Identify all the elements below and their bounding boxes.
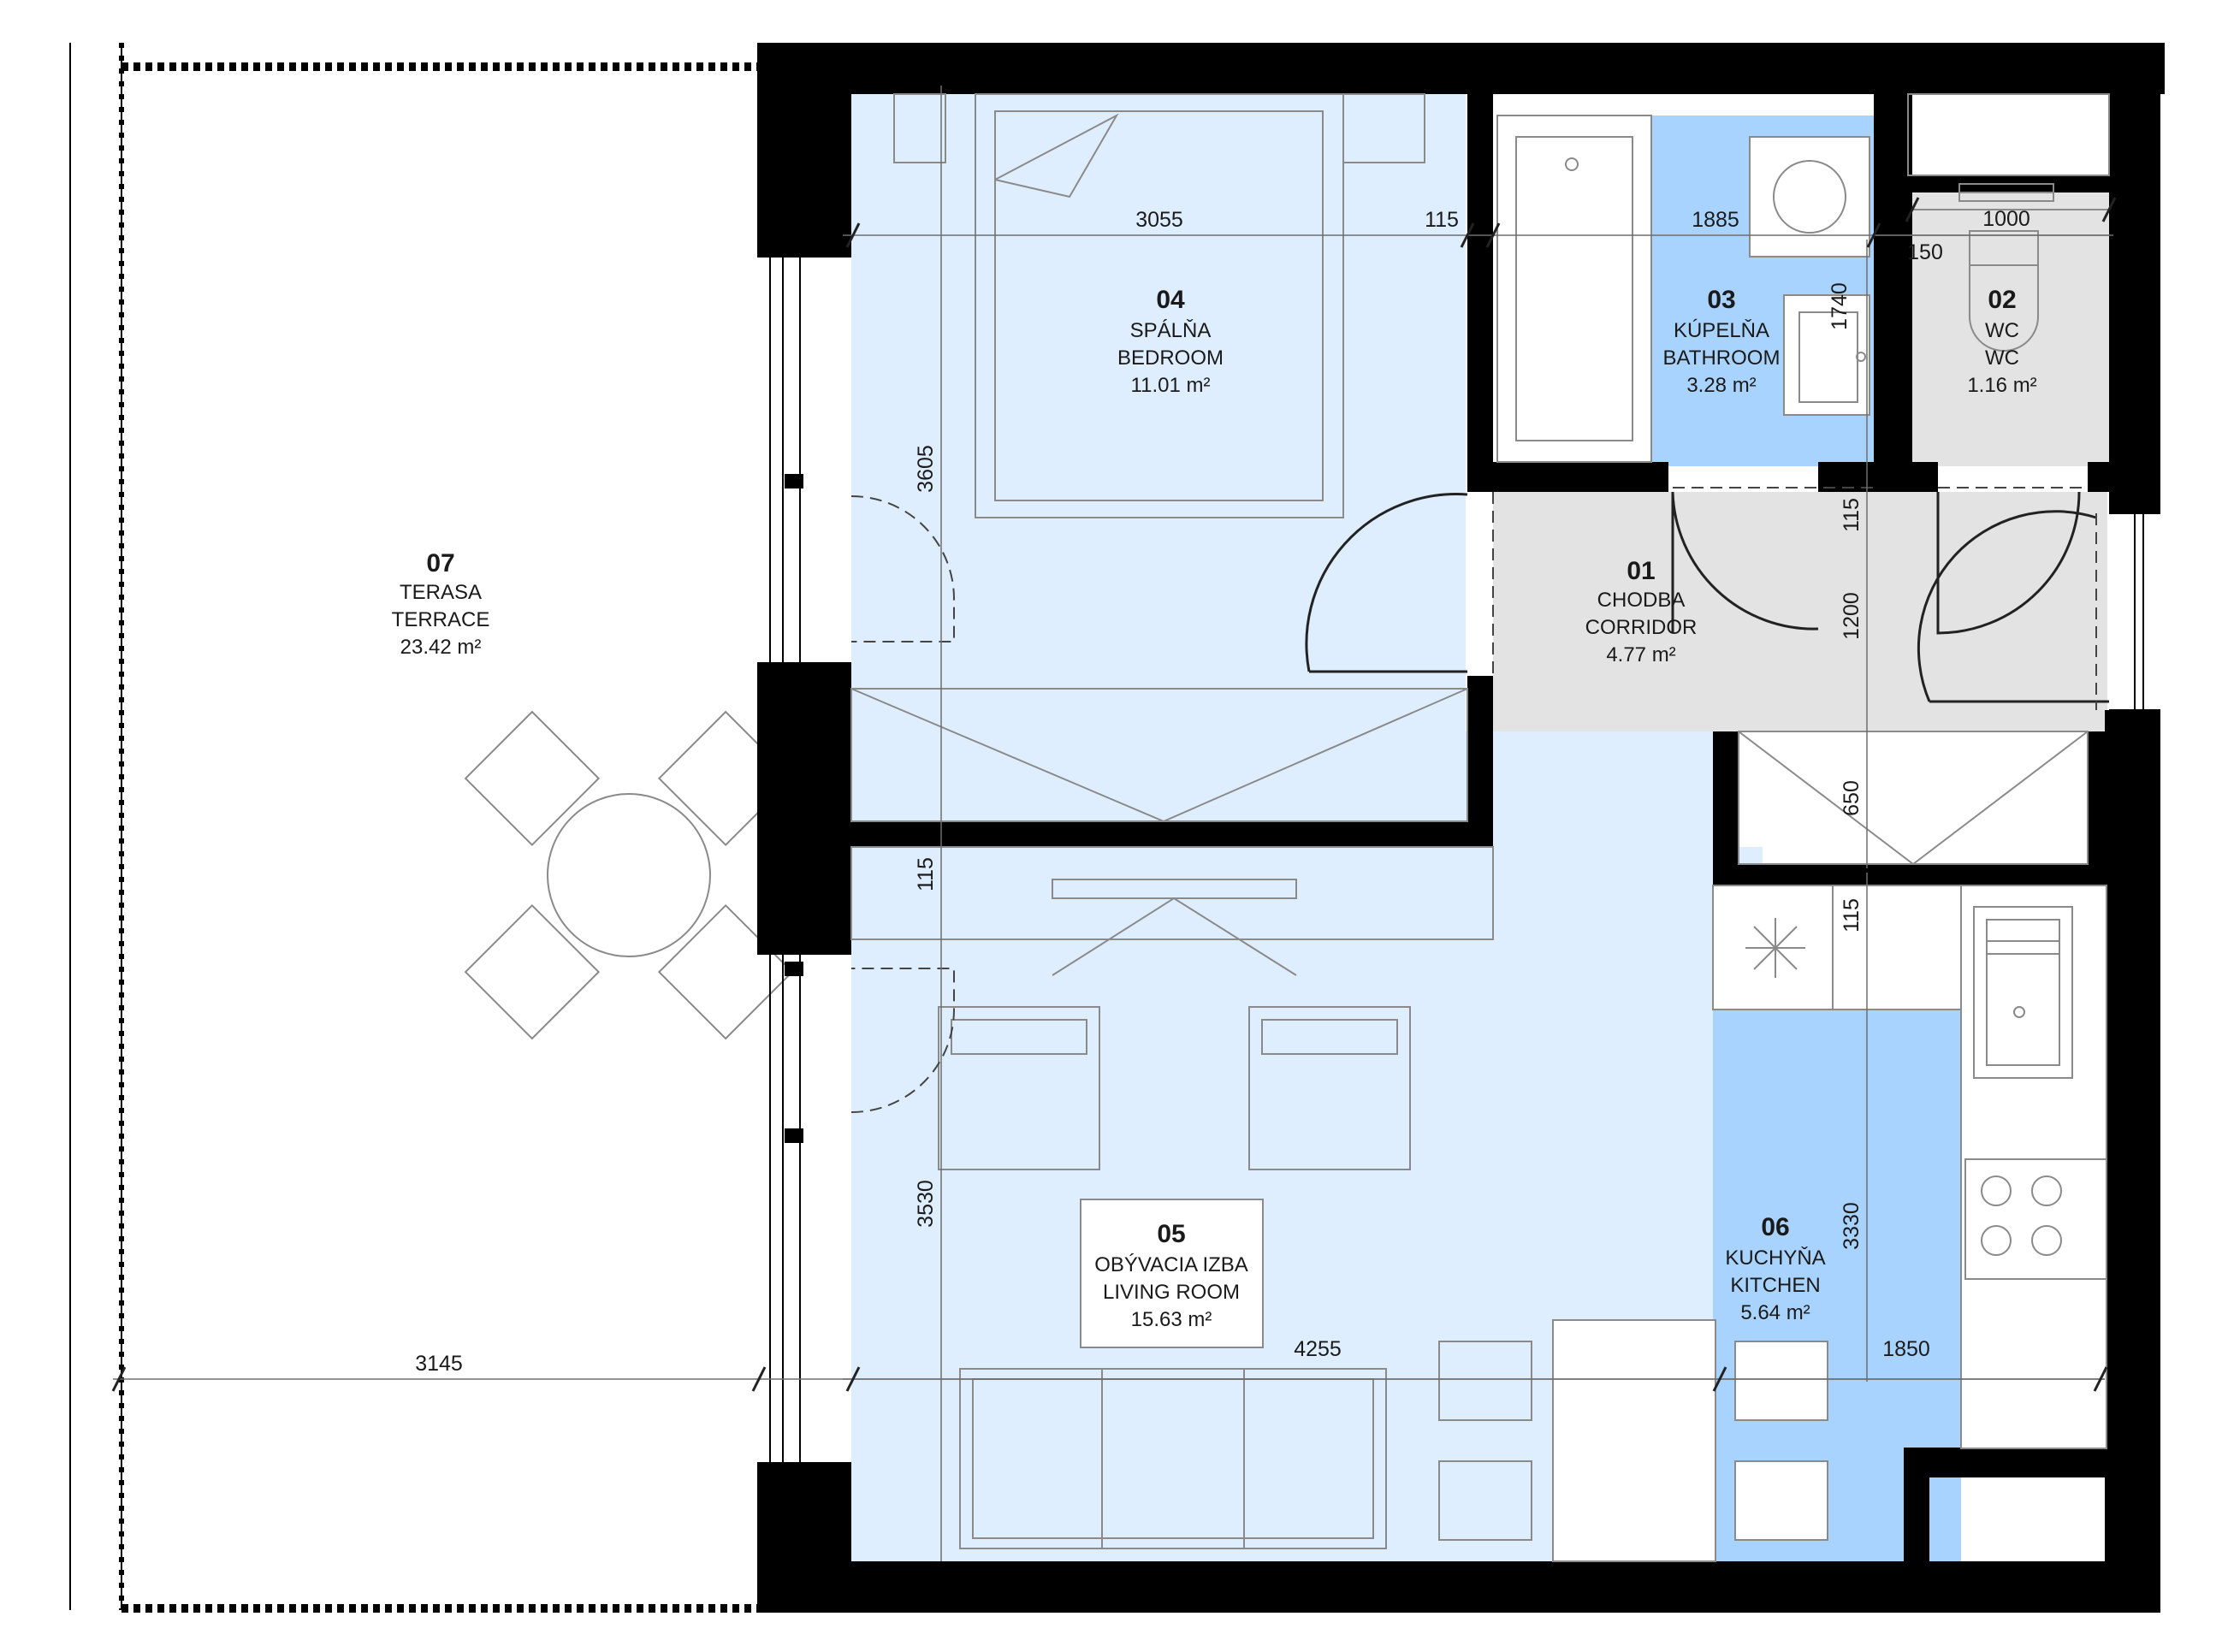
dim-storage-depth: 650 <box>1840 780 1864 816</box>
room-03-name-sk: KÚPELŇA <box>1674 319 1769 342</box>
room-07-name-sk: TERASA <box>400 581 482 604</box>
room-02-label: 02 WC WC 1.16 m² <box>1967 286 2036 397</box>
room-07-name-en: TERRACE <box>392 608 490 631</box>
living-furniture <box>850 846 1828 1562</box>
dim-bedroom-width: 3055 <box>1135 208 1183 232</box>
hood-icon <box>1745 918 1805 978</box>
room-04-area: 11.01 m² <box>1131 374 1211 397</box>
doors <box>850 487 2109 1113</box>
tv-unit <box>850 846 1494 940</box>
bedroom-furniture <box>850 93 1468 823</box>
armchair-right <box>1248 1006 1411 1170</box>
room-03-area: 3.28 m² <box>1686 374 1756 397</box>
dim-wc-150: 150 <box>1907 240 1943 264</box>
room-02-area: 1.16 m² <box>1967 374 2036 397</box>
room-04-name-en: BEDROOM <box>1117 346 1224 370</box>
dining-table <box>1552 1319 1716 1562</box>
entrance-frame <box>2109 512 2160 711</box>
chair-4 <box>1734 1460 1828 1541</box>
room-01-name-en: CORRIDOR <box>1585 616 1698 639</box>
dim-living-depth: 3530 <box>914 1180 938 1228</box>
room-06-label: 06 KUCHYŇA KITCHEN 5.64 m² <box>1725 1213 1825 1324</box>
terrace <box>69 43 794 1613</box>
dim-bathroom-depth: 1740 <box>1828 282 1852 330</box>
wc-fill <box>1908 192 2109 466</box>
room-05-name-en: LIVING ROOM <box>1103 1281 1240 1304</box>
room-07-number: 07 <box>426 549 454 577</box>
room-02-number: 02 <box>1988 286 2016 314</box>
dim-wall-115-top: 115 <box>1425 208 1459 232</box>
bedroom-fill <box>851 94 1466 821</box>
corridor-storage <box>1738 731 2089 866</box>
dim-kitchen-depth: 3330 <box>1840 1202 1864 1250</box>
room-06-number: 06 <box>1761 1213 1789 1241</box>
room-05-area: 15.63 m² <box>1131 1308 1212 1331</box>
room-06-name-en: KITCHEN <box>1730 1274 1820 1297</box>
room-03-name-en: BATHROOM <box>1663 346 1781 370</box>
room-05-label: 05 OBÝVACIA IZBA LIVING ROOM 15.63 m² <box>1094 1220 1248 1331</box>
sofa <box>959 1368 1387 1549</box>
dimension-lines <box>111 86 2117 1561</box>
room-03-number: 03 <box>1707 286 1735 314</box>
chair-1 <box>1438 1341 1532 1421</box>
walls <box>757 43 2165 1613</box>
room-07-label: 07 TERASA TERRACE 23.42 m² <box>392 549 490 659</box>
bathtub <box>1496 115 1652 463</box>
dim-bedroom-depth: 3605 <box>914 445 938 493</box>
dim-bathroom-width: 1885 <box>1692 208 1739 232</box>
wc-fixtures <box>1907 93 2110 352</box>
wardrobe <box>850 688 1468 822</box>
sink <box>1973 906 2073 1079</box>
room-05-name-sk: OBÝVACIA IZBA <box>1094 1253 1248 1276</box>
room-03-label: 03 KÚPELŇA BATHROOM 3.28 m² <box>1663 286 1781 397</box>
dim-kitchen-width: 1850 <box>1882 1337 1930 1361</box>
dimension-labels: 3055 115 1885 1000 150 1740 3605 115 120… <box>415 207 2030 1376</box>
washbasin <box>1783 294 1870 416</box>
bed <box>975 93 1344 518</box>
chair-3 <box>1734 1341 1828 1421</box>
room-06-name-sk: KUCHYŇA <box>1725 1246 1825 1270</box>
dim-living-width: 4255 <box>1294 1337 1342 1361</box>
room-01-number: 01 <box>1627 557 1655 585</box>
kitchen-fixtures <box>1712 885 2107 1449</box>
room-01-label: 01 CHODBA CORRIDOR 4.77 m² <box>1585 557 1698 666</box>
armchair-left <box>938 1006 1100 1170</box>
room-02-name-en: WC <box>1985 346 2019 370</box>
room-05-number: 05 <box>1157 1220 1185 1248</box>
terrace-table-set <box>464 710 794 1040</box>
dim-wall-115-corridor: 115 <box>1840 498 1864 532</box>
room-01-name-sk: CHODBA <box>1597 589 1686 612</box>
dim-wall-115-kitchen: 115 <box>1840 898 1864 933</box>
room-02-name-sk: WC <box>1985 319 2019 342</box>
room-04-label: 04 SPÁLŇA BEDROOM 11.01 m² <box>1117 286 1224 397</box>
dim-corridor-depth: 1200 <box>1840 592 1864 640</box>
room-04-number: 04 <box>1156 286 1185 314</box>
dim-terrace-width: 3145 <box>415 1352 463 1376</box>
room-01-area: 4.77 m² <box>1606 643 1675 666</box>
room-07-area: 23.42 m² <box>400 636 482 659</box>
cooktop <box>1964 1158 2107 1280</box>
toilet <box>1969 230 2039 352</box>
dim-wc-width: 1000 <box>1982 207 2030 231</box>
dim-wall-115-living: 115 <box>914 857 938 891</box>
bathroom-fixtures <box>1496 115 1870 463</box>
nightstand-left <box>893 93 946 163</box>
living-label-box <box>1080 1199 1264 1348</box>
chair-2 <box>1438 1460 1532 1541</box>
room-06-area: 5.64 m² <box>1740 1301 1810 1324</box>
corridor-fill <box>1493 492 2107 731</box>
room-04-name-sk: SPÁLŇA <box>1130 319 1212 342</box>
washing-machine <box>1749 136 1870 258</box>
